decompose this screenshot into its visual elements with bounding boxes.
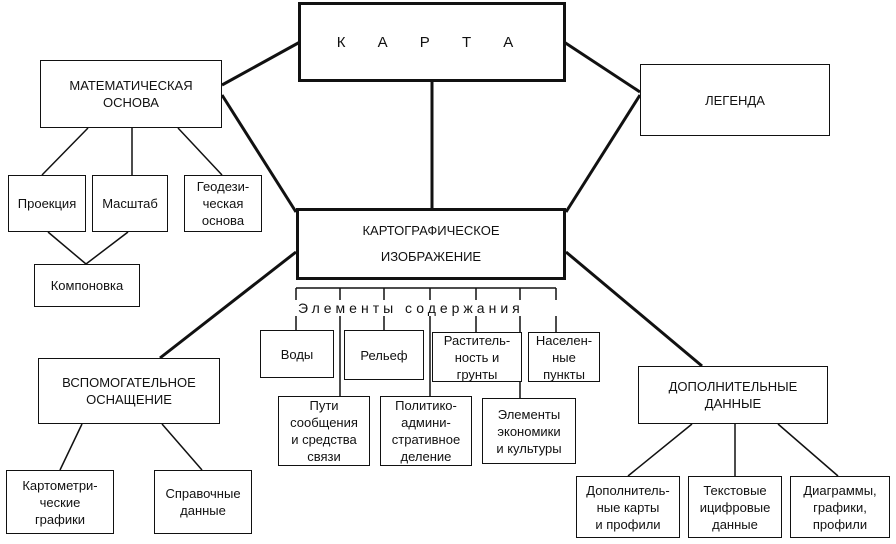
node-scale: Масштаб: [92, 175, 168, 232]
node-cartometric-graphs-label: Картометри- ческие графики: [22, 477, 98, 527]
connector-scale-layout: [85, 231, 129, 265]
connector-map-legend: [563, 40, 641, 94]
node-vegetation-soils-label: Раститель- ность и грунты: [443, 332, 511, 382]
node-projection: Проекция: [8, 175, 86, 232]
node-waters-label: Воды: [280, 346, 314, 362]
node-vegetation-soils: Раститель- ность и грунты: [432, 332, 522, 382]
connector-legend-image: [564, 94, 642, 213]
node-political-division: Политико- админи- стративное деление: [380, 396, 472, 466]
node-economy-culture: Элементы экономики и культуры: [482, 398, 576, 464]
connector-image-auxiliary: [159, 250, 297, 360]
node-math-basis: МАТЕМАТИЧЕСКАЯ ОСНОВА: [40, 60, 222, 128]
connector-additional-maps: [627, 423, 693, 477]
node-cartographic-image: КАРТОГРАФИЧЕСКОЕ ИЗОБРАЖЕНИЕ: [296, 208, 566, 280]
node-map: К А Р Т А: [298, 2, 566, 82]
node-cartographic-image-label: КАРТОГРАФИЧЕСКОЕ ИЗОБРАЖЕНИЕ: [362, 223, 500, 264]
node-economy-culture-label: Элементы экономики и культуры: [496, 406, 562, 456]
node-diagrams-graphs-label: Диаграммы, графики, профили: [803, 482, 877, 532]
node-layout-label: Компоновка: [50, 278, 124, 293]
connector-auxiliary-cartometric: [59, 423, 83, 471]
node-auxiliary-equipment-label: ВСПОМОГАТЕЛЬНОЕ ОСНАЩЕНИЕ: [62, 375, 196, 407]
node-geodetic-basis: Геодези- ческая основа: [184, 175, 262, 232]
node-layout: Компоновка: [34, 264, 140, 307]
node-settlements-label: Населен- ные пункты: [535, 332, 593, 382]
node-additional-maps: Дополнитель- ные карты и профили: [576, 476, 680, 538]
node-math-basis-label: МАТЕМАТИЧЕСКАЯ ОСНОВА: [69, 78, 193, 110]
connector-math-image: [220, 94, 298, 213]
node-map-label: К А Р Т А: [336, 33, 528, 51]
node-communications-label: Пути сообщения и средства связи: [290, 398, 358, 464]
node-relief: Рельеф: [344, 330, 424, 380]
node-cartometric-graphs: Картометри- ческие графики: [6, 470, 114, 534]
node-additional-data-label: ДОПОЛНИТЕЛЬНЫЕ ДАННЫЕ: [668, 379, 798, 411]
node-reference-data-label: Справочные данные: [165, 486, 241, 518]
node-additional-maps-label: Дополнитель- ные карты и профили: [586, 482, 670, 532]
connector-image-additional: [565, 250, 703, 368]
connector-projection-layout: [47, 231, 87, 265]
connector-math-projection: [41, 127, 89, 176]
node-settlements: Населен- ные пункты: [528, 332, 600, 382]
node-auxiliary-equipment: ВСПОМОГАТЕЛЬНОЕ ОСНАЩЕНИЕ: [38, 358, 220, 424]
node-projection-label: Проекция: [17, 196, 77, 211]
node-scale-label: Масштаб: [102, 196, 158, 211]
node-waters: Воды: [260, 330, 334, 378]
node-geodetic-basis-label: Геодези- ческая основа: [196, 179, 250, 228]
node-additional-data: ДОПОЛНИТЕЛЬНЫЕ ДАННЫЕ: [638, 366, 828, 424]
node-legend: ЛЕГЕНДА: [640, 64, 830, 136]
node-reference-data: Справочные данные: [154, 470, 252, 534]
node-legend-label: ЛЕГЕНДА: [705, 92, 765, 108]
node-text-digital-data-label: Текстовые ицифровые данные: [699, 482, 771, 532]
connector-map-math: [221, 40, 301, 87]
node-relief-label: Рельеф: [360, 347, 408, 363]
node-political-division-label: Политико- админи- стративное деление: [391, 398, 461, 464]
node-communications: Пути сообщения и средства связи: [278, 396, 370, 466]
node-text-digital-data: Текстовые ицифровые данные: [688, 476, 782, 538]
connector-additional-diagrams: [777, 423, 839, 477]
node-diagrams-graphs: Диаграммы, графики, профили: [790, 476, 890, 538]
content-elements-caption: Элементы содержания: [298, 300, 524, 316]
connector-math-geodetic: [177, 127, 223, 176]
connector-auxiliary-reference: [161, 423, 203, 471]
